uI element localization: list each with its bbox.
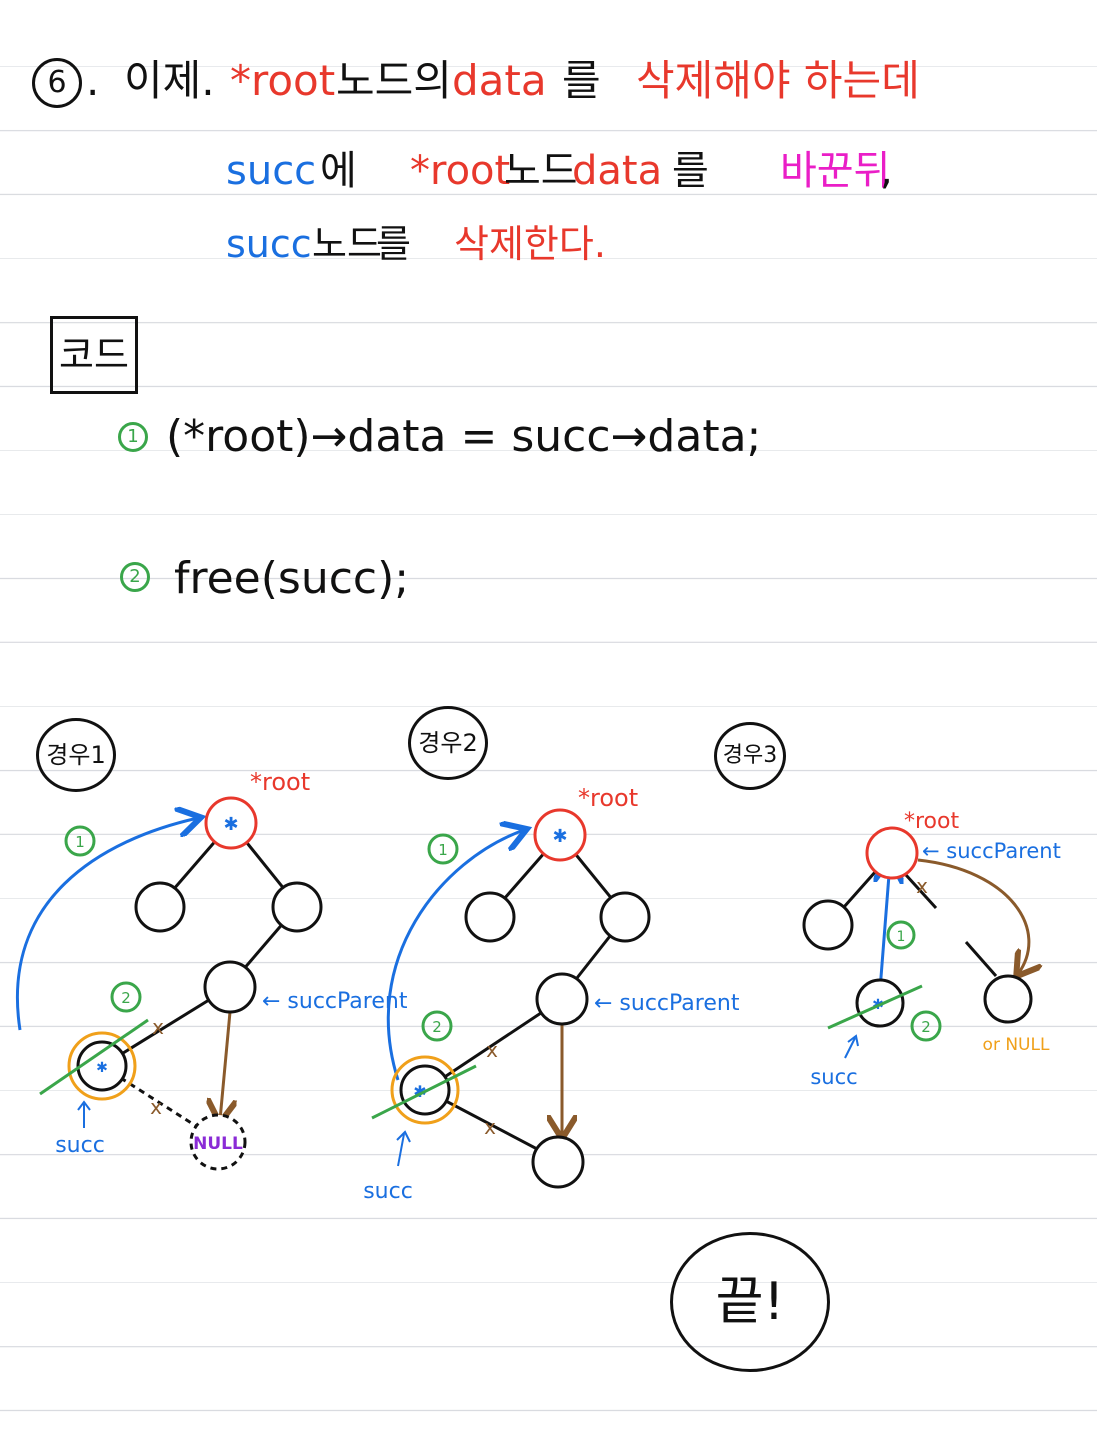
- case3-cut-mark: x: [916, 874, 928, 898]
- case3-succ-node: [855, 978, 905, 1028]
- case2-cut-mark-2: x: [484, 1115, 496, 1139]
- case3-relink-arrow: [917, 858, 1029, 974]
- case1-copy-arrow: [16, 818, 198, 1031]
- case2-step1-text: 1: [438, 841, 448, 859]
- case2-step2-text: 2: [432, 1018, 442, 1036]
- line3-delete: 삭제한다.: [454, 222, 606, 266]
- case3-label: 경우3: [714, 722, 786, 790]
- code-line-1: (*root)→data = succ→data;: [166, 411, 762, 462]
- line3-object-marker: 를: [376, 222, 411, 266]
- step-object-marker: 를: [562, 56, 601, 105]
- case1-succ-node: [76, 1040, 128, 1092]
- case1-delete-slash: [39, 1018, 149, 1096]
- code-line-2: free(succ);: [174, 553, 410, 604]
- case1-step2-badge: [110, 981, 142, 1013]
- case1-succ-highlight: [67, 1031, 137, 1101]
- case3-edge-right-child: [964, 941, 998, 977]
- case2-succ-pointer: [397, 1133, 405, 1167]
- case3-step1-text: 1: [897, 929, 906, 945]
- line2-data-word: data: [572, 148, 663, 194]
- case3-succ-pointer: [844, 1037, 856, 1059]
- case2-step1-badge: [427, 833, 459, 865]
- case2-root-star-mark: ✱: [552, 826, 567, 847]
- case3-succ-label: succ: [810, 1065, 857, 1089]
- case3-left-node: [802, 899, 854, 951]
- case1-succ-mark: ✱: [96, 1060, 108, 1076]
- case1-step1-badge: [64, 825, 96, 857]
- line2-to: 에: [320, 148, 357, 194]
- line2-succ: succ: [226, 148, 317, 194]
- case2-diagram: ✱ ✱ x x 1 2 *root ← succParent succ: [363, 784, 740, 1204]
- case1-diagram: ✱ ✱ NULL x x 1 2 *root ← succParent succ: [16, 768, 408, 1171]
- case1-left-node: [134, 881, 186, 933]
- step-intro: 이제.: [124, 56, 215, 105]
- case1-root-label: *root: [250, 768, 310, 796]
- line3-succ: succ: [226, 222, 312, 266]
- line2-replace: 바꾼뒤: [780, 148, 891, 194]
- case3-step2-text: 2: [921, 1018, 931, 1036]
- case3-copy-arrow: [880, 862, 890, 991]
- line2-node: 노드: [504, 148, 578, 194]
- line2-object-marker: 를: [672, 148, 709, 194]
- case2-cut-mark-1: x: [486, 1038, 498, 1062]
- step-delete-phrase: 삭제해야 하는데: [636, 56, 920, 105]
- case3-edge-root-right-cut: [904, 873, 938, 910]
- case1-root-star-mark: ✱: [223, 814, 238, 835]
- case1-succparent-label: ← succParent: [262, 989, 408, 1014]
- case3-step1-badge: [886, 920, 916, 950]
- case1-succparent-node: [203, 960, 257, 1014]
- step-node-of: 노드의: [336, 56, 452, 105]
- case3-or-null-label: or NULL: [983, 1035, 1050, 1055]
- case1-step1-text: 1: [75, 833, 85, 851]
- step-number-badge: 6: [32, 58, 82, 108]
- line2-comma: ,: [880, 148, 893, 194]
- case1-cut-mark-2: x: [150, 1095, 162, 1119]
- case1-cut-mark-1: x: [152, 1015, 164, 1039]
- case1-label: 경우1: [36, 718, 116, 792]
- case2-label: 경우2: [408, 706, 488, 780]
- code-line-1-number: 1: [118, 422, 148, 452]
- case2-succ-highlight: [390, 1055, 460, 1125]
- line2-root-var: *root: [410, 148, 511, 194]
- case1-root-node: [204, 796, 258, 850]
- case3-delete-slash: [827, 984, 923, 1030]
- case2-edge-succparent-succ: [424, 997, 563, 1092]
- case3-root-label: *root: [904, 809, 959, 834]
- case2-root-label: *root: [578, 784, 638, 812]
- case2-left-node: [464, 891, 516, 943]
- ending-circle: 끝!: [670, 1232, 830, 1372]
- case2-right-node: [599, 891, 651, 943]
- case1-null-node: [189, 1113, 247, 1171]
- code-line-2-number: 2: [120, 562, 150, 592]
- step-data-word: data: [452, 56, 547, 105]
- case2-succparent-label: ← succParent: [594, 991, 740, 1016]
- case2-step2-badge: [421, 1010, 453, 1042]
- case1-relink-arrow: [220, 1011, 230, 1120]
- case3-root-node: [865, 826, 919, 880]
- case3-right-child-node: [983, 974, 1033, 1024]
- case3-step2-badge: [910, 1010, 942, 1042]
- case2-succparent-node: [535, 972, 589, 1026]
- code-section-label: 코드: [50, 316, 138, 394]
- case1-step2-text: 2: [121, 989, 131, 1007]
- step-root-var: *root: [230, 56, 336, 105]
- case2-copy-arrow: [386, 830, 524, 1081]
- line3-node: 노드: [312, 222, 382, 266]
- step-number-dot: .: [86, 56, 100, 105]
- case2-succ-label: succ: [363, 1179, 413, 1204]
- case2-succ-right-node: [531, 1135, 585, 1189]
- case3-succparent-label: ← succParent: [922, 839, 1061, 863]
- case3-diagram: ✱ or NULL x 1 2 *root ← succParent succ: [802, 809, 1061, 1089]
- case2-delete-slash: [371, 1064, 477, 1120]
- case1-null-text: NULL: [193, 1134, 243, 1154]
- case2-root-node: [533, 808, 587, 862]
- case1-succ-label: succ: [55, 1133, 105, 1158]
- case1-right-node: [271, 881, 323, 933]
